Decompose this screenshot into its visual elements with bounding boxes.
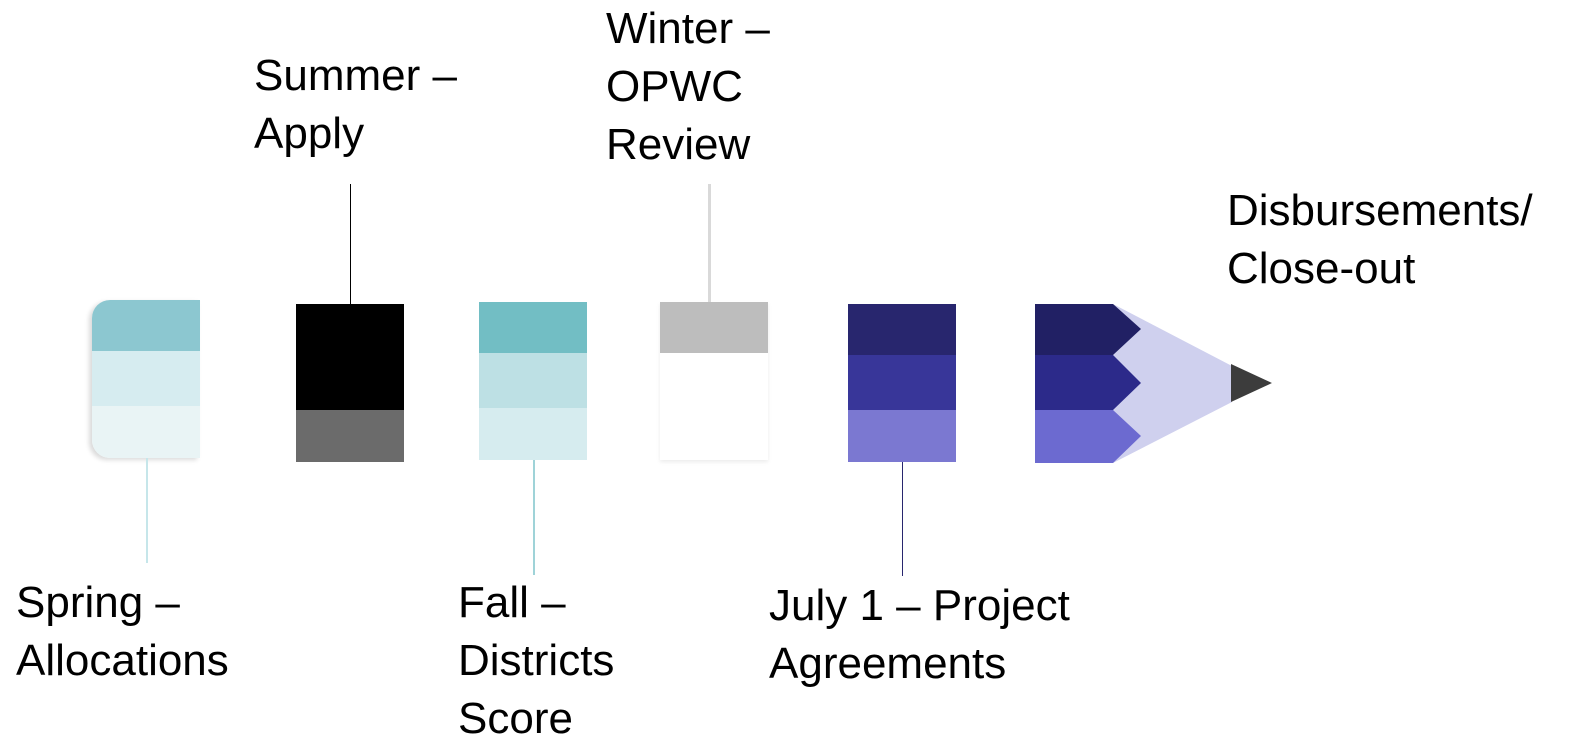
stage-summer-band-3 — [296, 410, 404, 462]
stage-winter-label: Winter – OPWC Review — [606, 4, 770, 169]
stage-summer-band-2 — [296, 355, 404, 410]
stage-winter-block — [660, 302, 768, 460]
pencil-band-bottom — [1035, 410, 1141, 463]
pencil-tip-icon — [1113, 304, 1232, 463]
stage-summer-connector — [350, 184, 351, 304]
stage-july-band-2 — [848, 355, 956, 410]
pencil-band-top — [1035, 304, 1141, 355]
stage-july-label: July 1 – Project Agreements — [769, 581, 1070, 688]
stage-winter-connector — [708, 184, 711, 302]
stage-fall-band-2 — [479, 353, 587, 408]
stage-winter-band-2 — [660, 353, 768, 408]
stage-fall-label: Fall – Districts Score — [458, 578, 615, 743]
pencil-shape — [1035, 304, 1272, 463]
stage-spring-band-1 — [92, 300, 200, 351]
pencil-lead-icon — [1231, 364, 1272, 402]
stage-fall-connector — [533, 460, 535, 575]
stage-summer-band-1 — [296, 304, 404, 355]
stage-summer-label: Summer – Apply — [254, 51, 457, 158]
stage-fall-band-1 — [479, 302, 587, 353]
stage-winter-band-1 — [660, 302, 768, 353]
stage-summer-block — [296, 304, 404, 462]
stage-spring-band-2 — [92, 351, 200, 406]
stage-disbursements-label: Disbursements/ Close-out — [1227, 186, 1533, 293]
stage-fall-band-3 — [479, 408, 587, 460]
stage-spring-connector — [146, 458, 148, 563]
stage-spring-label: Spring – Allocations — [16, 578, 229, 685]
stage-july-band-3 — [848, 410, 956, 462]
stage-winter-band-3 — [660, 408, 768, 460]
stage-july-block — [848, 304, 956, 462]
stage-spring-block — [92, 300, 200, 458]
stage-spring-band-3 — [92, 406, 200, 458]
stage-july-connector — [902, 462, 903, 576]
stage-fall-block — [479, 302, 587, 460]
stage-july-band-1 — [848, 304, 956, 355]
pencil-band-middle — [1035, 355, 1141, 410]
